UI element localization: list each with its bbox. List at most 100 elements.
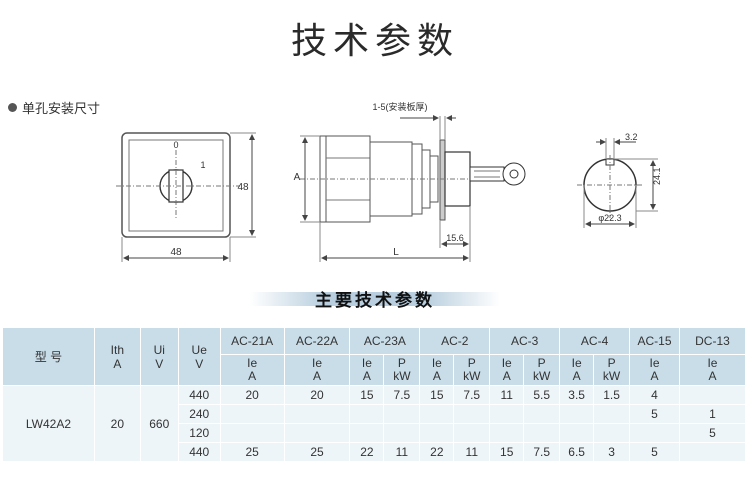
- table-cell: 15: [349, 385, 385, 405]
- table-cell: [489, 423, 525, 443]
- table-cell: 3: [593, 442, 631, 462]
- table-cell: [219, 423, 285, 443]
- table-cell: 15: [489, 442, 525, 462]
- ui-cell: 660: [139, 385, 179, 462]
- bullet-icon: [8, 103, 17, 112]
- header-model: 型 号: [2, 327, 95, 386]
- dim-l: L: [393, 247, 399, 258]
- table-cell: 7.5: [383, 385, 421, 405]
- table-cell: [419, 423, 455, 443]
- header-ac-22a: AC-22A: [283, 327, 351, 355]
- table-cell: [559, 404, 595, 424]
- header-ac-2: AC-2: [419, 327, 491, 355]
- table-cell: [349, 423, 385, 443]
- table-cell: [383, 423, 421, 443]
- position-1-label: 1: [200, 160, 205, 170]
- dim-48-side: 48: [237, 182, 249, 193]
- table-cell: 5: [629, 442, 680, 462]
- dim-a: A: [294, 172, 301, 183]
- table-cell: 5: [629, 404, 680, 424]
- table-cell: 11: [383, 442, 421, 462]
- table-cell: [283, 404, 351, 424]
- table-cell: 4: [629, 385, 680, 405]
- section-label: 单孔安装尺寸: [8, 98, 100, 117]
- params-heading: 主要技术参数: [250, 282, 500, 316]
- page-title: 技术参数: [290, 21, 459, 62]
- table-cell: 22: [349, 442, 385, 462]
- params-heading-text: 主要技术参数: [315, 291, 435, 311]
- table-cell: 5: [678, 423, 747, 443]
- side-view: A L 15.6 1-5(安装板厚): [294, 101, 526, 262]
- table-cell: [383, 404, 421, 424]
- dim-diameter-22-3: φ22.3: [598, 213, 621, 223]
- table-cell: 25: [219, 442, 285, 462]
- table-row: LW42A2 20 660 440 20 20 15 7.5 15 7.5 11…: [2, 385, 747, 462]
- table-cell: 11: [453, 442, 491, 462]
- header-ac-23a: AC-23A: [349, 327, 421, 355]
- hole-view: 3.2 24.1 φ22.3: [577, 132, 662, 228]
- table-cell: 5.5: [523, 385, 561, 405]
- table-cell: 1.5: [593, 385, 631, 405]
- table-cell: [523, 404, 561, 424]
- table-cell: 11: [489, 385, 525, 405]
- table-cell: [593, 404, 631, 424]
- model-cell: LW42A2: [2, 385, 95, 462]
- table-cell: [283, 423, 351, 443]
- dim-3-2: 3.2: [625, 132, 638, 142]
- table-cell: [453, 423, 491, 443]
- panel-thickness-label: 1-5(安装板厚): [372, 101, 427, 112]
- header-dc-13: DC-13: [678, 327, 747, 355]
- header-ac-15: AC-15: [629, 327, 680, 355]
- table-cell: [678, 442, 747, 462]
- table-cell: 240: [177, 404, 221, 424]
- table-cell: 20: [283, 385, 351, 405]
- table-cell: [489, 404, 525, 424]
- table-cell: 20: [219, 385, 285, 405]
- table-cell: 25: [283, 442, 351, 462]
- heading-band: [250, 292, 500, 306]
- table-cell: 7.5: [523, 442, 561, 462]
- table-row: 240 5 1: [3, 404, 747, 424]
- table-cell: [629, 423, 680, 443]
- table-cell: 15: [419, 385, 455, 405]
- table-cell: [219, 404, 285, 424]
- ith-cell: 20: [93, 385, 141, 462]
- dim-48-bottom: 48: [170, 247, 182, 258]
- table-cell: [678, 385, 747, 405]
- table-cell: [453, 404, 491, 424]
- table-cell: 440: [177, 385, 221, 405]
- table-cell: [593, 423, 631, 443]
- header-ac-4: AC-4: [559, 327, 631, 355]
- table-cell: [419, 404, 455, 424]
- table-cell: [349, 404, 385, 424]
- table-cell: 3.5: [559, 385, 595, 405]
- dim-24-1: 24.1: [652, 167, 662, 185]
- table-cell: [559, 423, 595, 443]
- position-0-label: 0: [173, 140, 178, 150]
- table-cell: 22: [419, 442, 455, 462]
- header-ac-3: AC-3: [489, 327, 561, 355]
- table-cell: 120: [177, 423, 221, 443]
- table-cell: 1: [678, 404, 747, 424]
- table-row: 440 25 25 22 11 22 11 15 7.5 6.5 3 5: [3, 442, 747, 462]
- table-cell: 6.5: [559, 442, 595, 462]
- header-ac-21a: AC-21A: [219, 327, 285, 355]
- section-label-text: 单孔安装尺寸: [22, 102, 101, 117]
- technical-drawing: 0 1 48 48 A L 15: [116, 101, 662, 262]
